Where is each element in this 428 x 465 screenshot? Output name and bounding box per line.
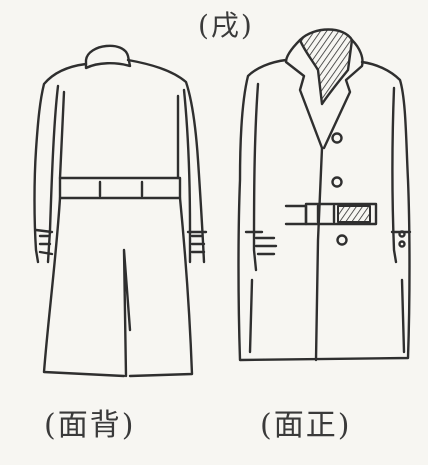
front-lapel-left	[284, 38, 324, 150]
front-opening	[314, 146, 324, 362]
front-view-caption: (面正)	[260, 408, 352, 443]
front-cuff-button-2	[398, 240, 406, 248]
back-collar	[84, 44, 132, 70]
back-cuff-left	[38, 234, 54, 256]
back-skirt	[42, 196, 194, 378]
front-body-outline	[237, 58, 411, 362]
back-body-outline	[33, 58, 206, 264]
front-lapel-right	[322, 38, 364, 150]
front-belt-buckle	[337, 205, 371, 223]
back-belt	[58, 176, 182, 200]
front-cuff-left	[254, 236, 278, 256]
front-button-2	[331, 176, 343, 188]
back-cuff-right	[190, 234, 206, 254]
front-button-3	[336, 234, 348, 246]
back-right-sleeve	[182, 88, 208, 264]
back-panel	[58, 90, 180, 180]
front-collar-hatched	[298, 28, 354, 106]
back-view-coat	[33, 44, 208, 378]
front-pocket-left	[284, 204, 308, 226]
back-left-sleeve	[34, 84, 60, 264]
front-skirt-fold	[248, 278, 406, 354]
front-belt	[304, 202, 378, 226]
top-caption: (戌)	[198, 9, 254, 42]
front-view-coat	[237, 28, 412, 362]
front-left-sleeve	[244, 82, 264, 272]
front-cuff-button-1	[398, 230, 406, 238]
front-button-1	[331, 132, 343, 144]
back-view-caption: (面背)	[44, 408, 136, 443]
